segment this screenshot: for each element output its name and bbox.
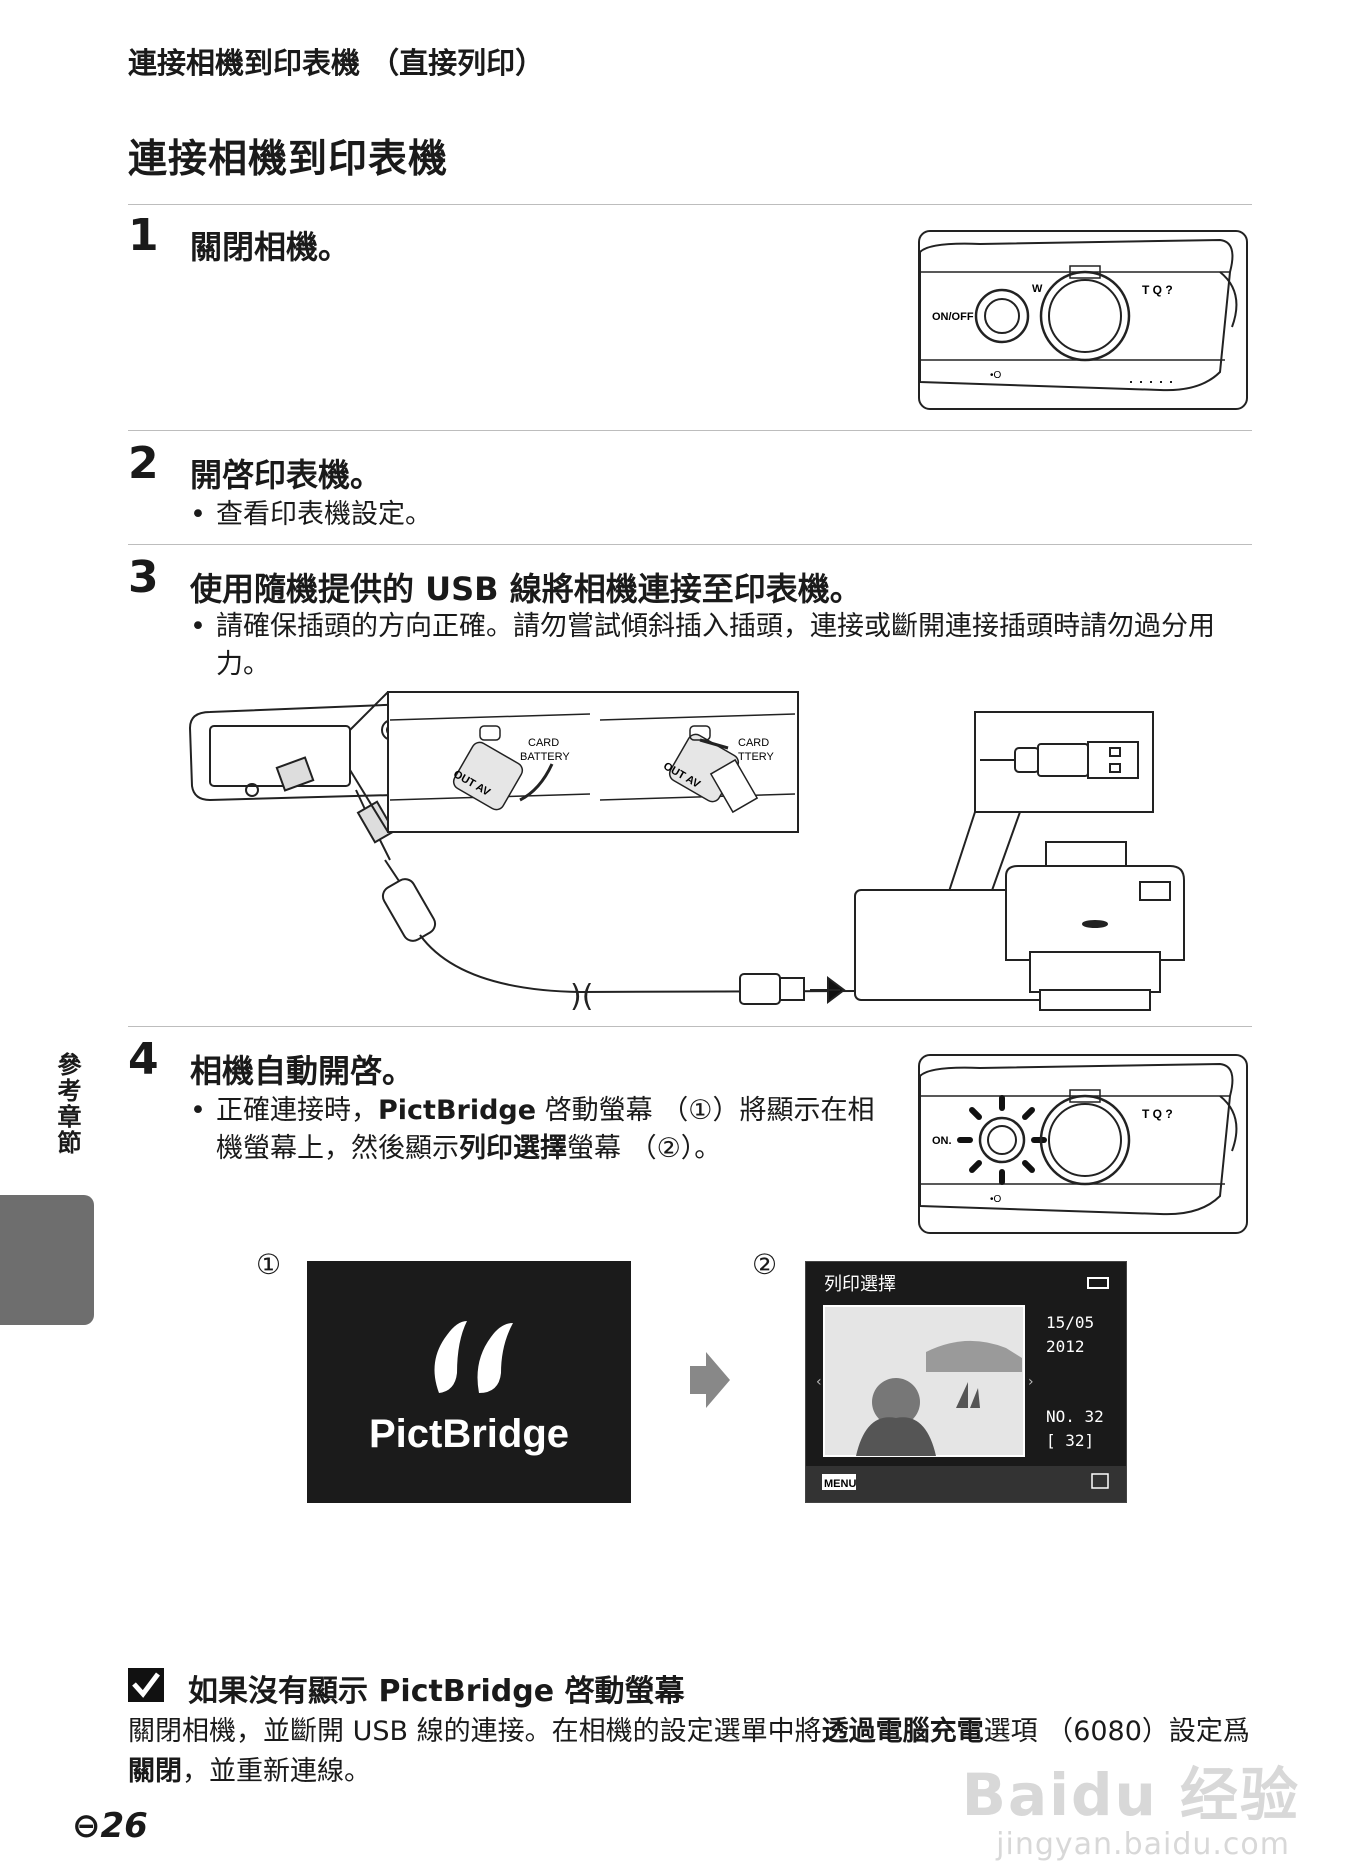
step-title: 關閉相機。 <box>190 228 351 266</box>
camera-top-on-illustration: ON. T Q ? •O <box>918 1054 1248 1234</box>
svg-text:•O: •O <box>990 1194 1002 1205</box>
bullet-item: •查看印表機設定。 <box>190 499 432 530</box>
bullet-text: 螢幕 （②）。 <box>567 1133 722 1164</box>
page-number: ⊖26 <box>72 1806 148 1846</box>
watermark-url: jingyan.baidu.com <box>996 1827 1290 1862</box>
side-tab-label: 參考章節 <box>53 1052 81 1156</box>
step-number: 2 <box>128 438 159 489</box>
svg-text:‹: ‹ <box>816 1374 822 1390</box>
reference-icon: ⊖ <box>72 1806 101 1846</box>
bullet-item: •請確保插頭的方向正確。請勿嘗試傾斜插入插頭，連接或斷開連接插頭時請勿過分用力。 <box>190 611 1215 680</box>
step-title: 相機自動開啓。 <box>190 1052 415 1090</box>
svg-text:CARD: CARD <box>738 737 769 749</box>
pictbridge-logo-text: PictBridge <box>369 1412 569 1456</box>
pictbridge-screen: PictBridge <box>307 1261 631 1503</box>
svg-text:•O: •O <box>990 370 1002 381</box>
svg-text:)(: )( <box>570 979 593 1010</box>
note-body: 關閉相機，並斷開 USB 線的連接。在相機的設定選單中將透過電腦充電選項 （60… <box>128 1716 1250 1787</box>
year-text: 2012 <box>1046 1337 1085 1356</box>
image-number: NO. 32 <box>1046 1407 1104 1426</box>
on-off-label: ON/OFF <box>932 311 974 323</box>
marker-2: ② <box>752 1248 778 1281</box>
camera-top-svg: ON/OFF W T Q ? •O <box>920 238 1238 392</box>
battery-icon <box>1087 1277 1109 1289</box>
page-title: 連接相機到印表機 <box>128 137 449 182</box>
svg-text:T Q ?: T Q ? <box>1142 1107 1173 1121</box>
divider <box>128 544 1252 545</box>
bullet-text: 啓動螢幕 （①）將顯示在相機螢幕上，然後顯示 <box>216 1095 875 1164</box>
print-select-title: 列印選擇 <box>824 1274 896 1295</box>
arrow-right-icon <box>690 1352 730 1408</box>
svg-text:W: W <box>1032 283 1043 295</box>
svg-text:T Q ?: T Q ? <box>1142 283 1173 297</box>
checkmark-note-icon <box>128 1668 164 1702</box>
marker-1: ① <box>256 1248 282 1281</box>
svg-text:TTERY: TTERY <box>738 751 775 763</box>
bullet-bold: 列印選擇 <box>459 1133 567 1164</box>
step-title: 使用隨機提供的 USB 線將相機連接至印表機。 <box>190 570 862 608</box>
on-label: ON. <box>932 1135 952 1147</box>
menu-label: MENU <box>824 1478 856 1490</box>
bullet-bold: PictBridge <box>378 1095 537 1126</box>
divider <box>128 204 1252 205</box>
bullet-item: •正確連接時，PictBridge 啓動螢幕 （①）將顯示在相機螢幕上，然後顯示… <box>190 1095 875 1164</box>
step-number: 3 <box>128 552 159 603</box>
print-select-screen: 列印選擇 ‹ › 15/05 2012 NO. 32 [ 32] MENU <box>805 1261 1127 1503</box>
usb-connection-illustration: )( OUT AV OUT AV CARD BATTERY CARD TTERY <box>188 691 1156 1010</box>
divider <box>128 1026 1252 1027</box>
image-count: [ 32] <box>1046 1431 1094 1450</box>
bullet-text: 請確保插頭的方向正確。請勿嘗試傾斜插入插頭，連接或斷開連接插頭時請勿過分用力。 <box>216 611 1215 680</box>
card-label: CARD <box>528 737 559 749</box>
camera-top-illustration: ON/OFF W T Q ? •O <box>918 230 1248 410</box>
chapter-tab <box>0 1195 94 1325</box>
watermark-logo: Baidu 经验 <box>961 1761 1300 1829</box>
note-title: 如果沒有顯示 PictBridge 啓動螢幕 <box>188 1674 685 1709</box>
bullet-text: 查看印表機設定。 <box>216 499 432 530</box>
step-title: 開啓印表機。 <box>190 456 383 494</box>
battery-label: BATTERY <box>520 751 570 763</box>
step-number: 1 <box>128 210 159 261</box>
step-number: 4 <box>128 1034 159 1085</box>
bullet-text: 正確連接時， <box>216 1095 378 1126</box>
svg-text:›: › <box>1028 1374 1034 1390</box>
page-reference: 6080 <box>1073 1716 1142 1747</box>
printer-svg <box>1005 841 1185 1011</box>
running-header: 連接相機到印表機 （直接列印） <box>128 46 545 80</box>
divider <box>128 430 1252 431</box>
date-text: 15/05 <box>1046 1313 1094 1332</box>
